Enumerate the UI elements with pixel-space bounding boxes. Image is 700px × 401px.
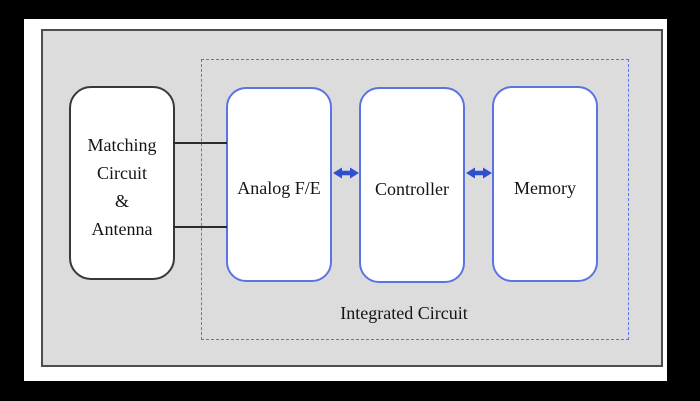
integrated-circuit-boundary xyxy=(201,59,629,340)
block-analog-fe: Analog F/E xyxy=(226,87,332,282)
connector-line-top xyxy=(173,142,227,144)
double-arrow-icon xyxy=(333,167,359,179)
block-label: Memory xyxy=(514,177,576,198)
block-matching-circuit-antenna: Matching Circuit & Antenna xyxy=(69,86,175,280)
bidirectional-arrow-controller-memory xyxy=(466,167,492,179)
document-page: Matching Circuit & Antenna Analog F/E Co… xyxy=(24,19,667,381)
integrated-circuit-label: Integrated Circuit xyxy=(340,303,468,323)
block-label-line: Matching xyxy=(87,135,157,155)
block-controller: Controller xyxy=(359,87,465,283)
block-label: Controller xyxy=(375,178,449,199)
block-label-line: & xyxy=(114,191,129,211)
connector-line-bottom xyxy=(173,226,227,228)
block-memory: Memory xyxy=(492,86,598,282)
block-label: Analog F/E xyxy=(237,178,321,198)
double-arrow-icon xyxy=(466,167,492,179)
block-label-line: Circuit xyxy=(97,163,147,183)
diagram-panel: Matching Circuit & Antenna Analog F/E Co… xyxy=(41,29,663,367)
block-label-line: Antenna xyxy=(91,219,153,239)
bidirectional-arrow-analog-controller xyxy=(333,167,359,179)
